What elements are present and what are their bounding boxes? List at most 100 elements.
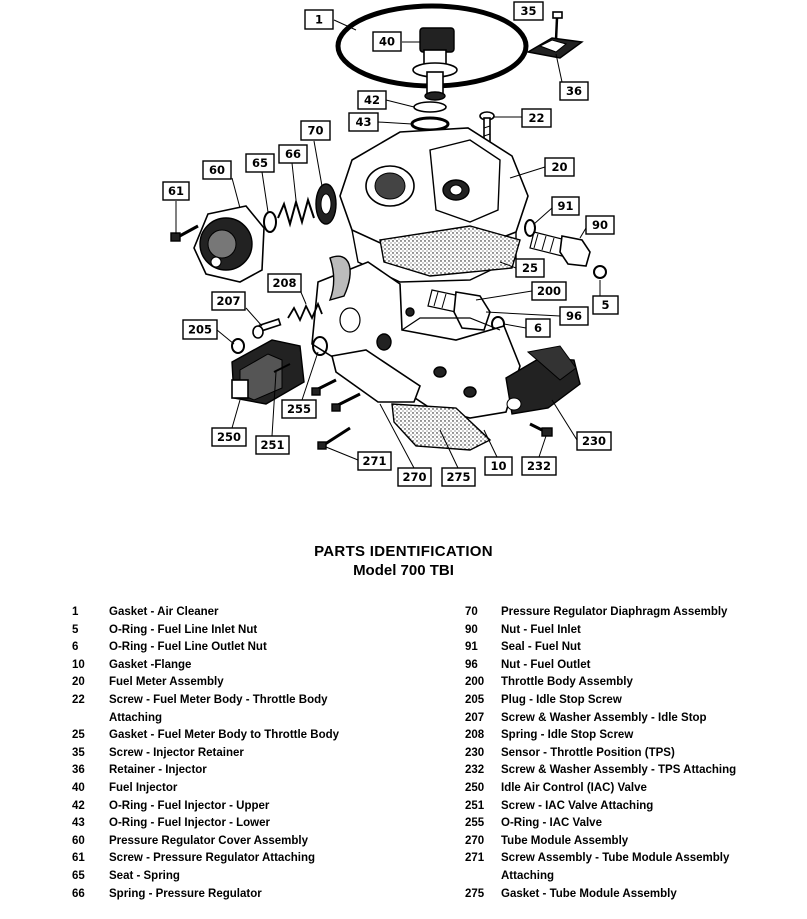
svg-text:208: 208 bbox=[272, 276, 296, 290]
part-description: O-Ring - Fuel Line Outlet Nut bbox=[109, 641, 267, 654]
callout-255: 255 bbox=[281, 399, 317, 419]
part-number: 230 bbox=[465, 746, 485, 759]
svg-text:20: 20 bbox=[551, 160, 567, 174]
tube-module-drawing bbox=[311, 349, 492, 451]
callout-208: 208 bbox=[267, 273, 302, 293]
part-description: Screw & Washer Assembly - Idle Stop bbox=[501, 711, 707, 724]
svg-text:1: 1 bbox=[315, 13, 323, 27]
svg-text:42: 42 bbox=[364, 93, 380, 107]
part-description: Attaching bbox=[501, 869, 555, 882]
svg-text:200: 200 bbox=[537, 284, 561, 298]
legend-row: 40 Fuel Injector bbox=[72, 780, 339, 798]
svg-text:70: 70 bbox=[307, 124, 323, 138]
legend-row: Attaching bbox=[465, 868, 736, 886]
part-number: 91 bbox=[465, 641, 478, 654]
part-description: Seal - Fuel Nut bbox=[501, 641, 581, 654]
part-number: 36 bbox=[72, 764, 85, 777]
part-number: 270 bbox=[465, 834, 485, 847]
callout-270: 270 bbox=[397, 467, 432, 487]
part-number: 271 bbox=[465, 852, 485, 865]
callout-22: 22 bbox=[521, 108, 552, 128]
svg-text:270: 270 bbox=[402, 470, 426, 484]
legend-row: 42 O-Ring - Fuel Injector - Upper bbox=[72, 798, 339, 816]
callout-36: 36 bbox=[559, 81, 589, 101]
svg-text:230: 230 bbox=[582, 434, 606, 448]
svg-text:251: 251 bbox=[260, 438, 284, 452]
part-description: Plug - Idle Stop Screw bbox=[501, 693, 622, 706]
part-description: Attaching bbox=[109, 711, 163, 724]
callout-250: 250 bbox=[211, 427, 247, 447]
part-description: Tube Module Assembly bbox=[501, 834, 629, 847]
part-number: 40 bbox=[72, 781, 85, 794]
part-description: Screw & Washer Assembly - TPS Attaching bbox=[501, 764, 737, 777]
iac-valve-drawing bbox=[231, 336, 328, 405]
part-number: 20 bbox=[72, 676, 85, 689]
callout-200: 200 bbox=[531, 281, 567, 301]
callout-1: 1 bbox=[304, 9, 334, 30]
svg-text:60: 60 bbox=[209, 163, 225, 177]
part-number: 42 bbox=[72, 799, 85, 812]
part-number: 25 bbox=[72, 729, 85, 742]
fuel-outlet-nut-drawing bbox=[427, 289, 505, 332]
part-number: 205 bbox=[465, 693, 485, 706]
callout-20: 20 bbox=[544, 157, 575, 177]
part-description: O-Ring - Fuel Injector - Upper bbox=[109, 799, 270, 812]
callout-61: 61 bbox=[162, 181, 190, 201]
part-number: 232 bbox=[465, 764, 485, 777]
svg-text:250: 250 bbox=[217, 430, 241, 444]
callout-6: 6 bbox=[525, 318, 551, 338]
svg-text:255: 255 bbox=[287, 402, 311, 416]
part-description: O-Ring - Fuel Injector - Lower bbox=[109, 817, 270, 830]
callout-66: 66 bbox=[278, 144, 308, 164]
fuel-meter-body-drawing bbox=[339, 127, 529, 283]
callout-43: 43 bbox=[348, 112, 379, 132]
idle-stop-screw-drawing bbox=[231, 301, 323, 354]
callout-207: 207 bbox=[211, 291, 246, 311]
part-number: 61 bbox=[72, 852, 85, 865]
part-description: Retainer - Injector bbox=[109, 764, 207, 777]
svg-text:271: 271 bbox=[362, 454, 386, 468]
leader-lines bbox=[175, 18, 601, 469]
svg-text:43: 43 bbox=[355, 115, 371, 129]
exploded-parts-diagram: 1 40 35 36 42 43 22 70 60 65 66 61 20 91… bbox=[162, 1, 619, 487]
callout-230: 230 bbox=[576, 431, 612, 451]
svg-text:40: 40 bbox=[379, 35, 395, 49]
fuel-meter-gasket-drawing bbox=[379, 225, 521, 277]
svg-text:207: 207 bbox=[216, 294, 240, 308]
part-number bbox=[465, 868, 501, 886]
part-description: Fuel Injector bbox=[109, 781, 178, 794]
callout-5: 5 bbox=[592, 295, 619, 315]
callout-40: 40 bbox=[372, 31, 402, 52]
callout-25: 25 bbox=[515, 258, 545, 278]
fuel-injector-drawing bbox=[412, 27, 458, 101]
part-number: 35 bbox=[72, 746, 85, 759]
callout-271: 271 bbox=[357, 451, 392, 471]
svg-text:35: 35 bbox=[520, 4, 536, 18]
part-number: 10 bbox=[72, 658, 85, 671]
legend-row: 91 Seal - Fuel Nut bbox=[465, 639, 736, 657]
pressure-regulator-cover-drawing bbox=[193, 205, 265, 283]
callout-35: 35 bbox=[513, 1, 544, 21]
legend-row: 205 Plug - Idle Stop Screw bbox=[465, 692, 736, 710]
part-description: Screw - IAC Valve Attaching bbox=[501, 799, 654, 812]
callout-251: 251 bbox=[255, 435, 290, 455]
svg-text:5: 5 bbox=[601, 298, 609, 312]
callout-70: 70 bbox=[300, 120, 331, 141]
part-description: O-Ring - IAC Valve bbox=[501, 817, 602, 830]
svg-text:36: 36 bbox=[566, 84, 582, 98]
part-number: 5 bbox=[72, 623, 79, 636]
part-description: Nut - Fuel Inlet bbox=[501, 623, 581, 636]
injector-o-rings-drawing bbox=[410, 101, 450, 132]
